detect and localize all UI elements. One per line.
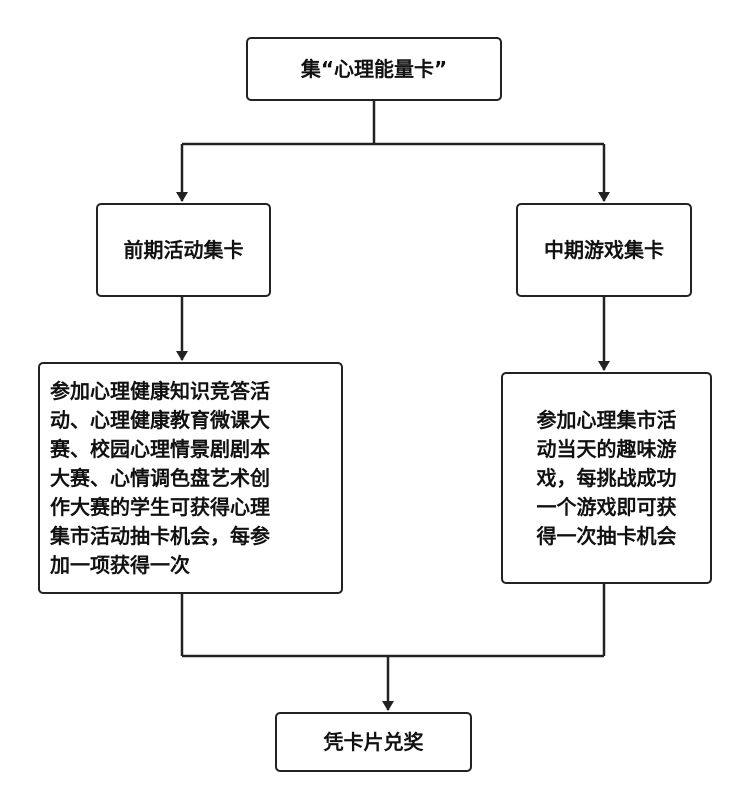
node-early-activity-detail: 参加心理健康知识竞答活 动、心理健康教育微课大 赛、校园心理情景剧剧本 大赛、心…	[38, 362, 343, 594]
node-mid-game-collect-label: 中期游戏集卡	[544, 237, 664, 262]
node-redeem-prize-label: 凭卡片兑奖	[323, 729, 424, 754]
node-collect-energy-card: 集“心理能量卡”	[246, 37, 502, 101]
node-mid-game-detail-text: 参加心理集市活 动当天的趣味游 戏，每挑战成功 一个游戏即可获 得一次抽卡机会	[536, 407, 677, 548]
node-redeem-prize: 凭卡片兑奖	[275, 712, 472, 772]
node-mid-game-collect: 中期游戏集卡	[516, 203, 692, 297]
node-mid-game-detail: 参加心理集市活 动当天的趣味游 戏，每挑战成功 一个游戏即可获 得一次抽卡机会	[501, 372, 712, 584]
node-early-activity-collect-label: 前期活动集卡	[123, 237, 244, 262]
node-early-activity-detail-text: 参加心理健康知识竞答活 动、心理健康教育微课大 赛、校园心理情景剧剧本 大赛、心…	[50, 378, 270, 577]
node-collect-energy-card-label: 集“心理能量卡”	[300, 56, 448, 81]
node-early-activity-collect: 前期活动集卡	[96, 203, 271, 297]
